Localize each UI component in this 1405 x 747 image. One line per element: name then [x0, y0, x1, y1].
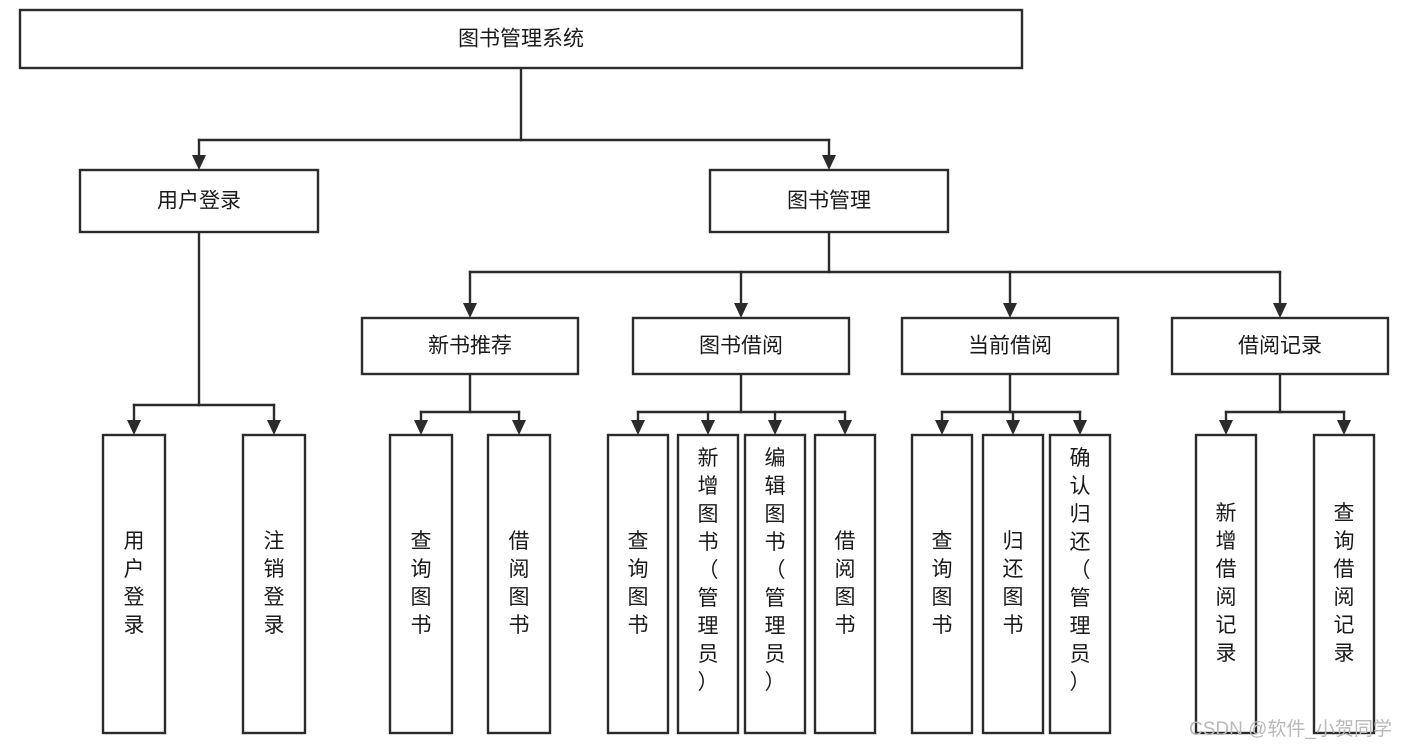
leaf-node-11[interactable]: 确认归还（管理员）: [1048, 433, 1112, 735]
arrow-head-icon: [1337, 420, 1351, 435]
leaf-node-9[interactable]: 查询图书: [910, 433, 974, 735]
box-label: 新增借阅记录: [1216, 502, 1237, 665]
box-label: 查询图书: [628, 530, 649, 637]
arrow-head-icon: [512, 420, 526, 435]
arrow-head-icon: [192, 155, 206, 170]
leaf-node-3[interactable]: 查询图书: [388, 433, 454, 735]
box-outline: [486, 433, 552, 735]
box-label: 用户登录: [157, 190, 241, 213]
leaf-node-1[interactable]: 用户登录: [101, 433, 167, 735]
box-label: 新书推荐: [428, 335, 512, 358]
box-outline: [78, 168, 320, 234]
box-outline: [743, 433, 807, 735]
leaf-node-4[interactable]: 借阅图书: [486, 433, 552, 735]
box-label: 归还图书: [1003, 530, 1024, 637]
box-outline: [631, 316, 851, 376]
arrow-head-icon: [822, 155, 836, 170]
arrow-head-icon: [1003, 303, 1017, 318]
arrow-head-icon: [768, 420, 782, 435]
node-layer: 图书管理系统用户登录图书管理新书推荐图书借阅当前借阅借阅记录用户登录注销登录查询…: [18, 8, 1390, 735]
arrow-head-icon: [463, 303, 477, 318]
box-outline: [1170, 316, 1390, 376]
box-label: 图书管理: [787, 190, 871, 213]
arrow-head-icon: [414, 420, 428, 435]
level1-node-2[interactable]: 图书管理: [708, 168, 950, 234]
leaf-node-7[interactable]: 编辑图书（管理员）: [743, 433, 807, 735]
leaf-node-5[interactable]: 查询图书: [606, 433, 670, 735]
leaf-node-12[interactable]: 新增借阅记录: [1194, 433, 1258, 735]
arrow-head-icon: [267, 420, 281, 435]
arrow-head-icon: [631, 420, 645, 435]
level2-node-2[interactable]: 图书借阅: [631, 316, 851, 376]
box-label: 确认归还（管理员）: [1070, 447, 1091, 694]
arrow-head-icon: [1219, 420, 1233, 435]
box-label: 用户登录: [124, 530, 145, 637]
box-label: 新增图书（管理员）: [698, 447, 719, 694]
box-outline: [910, 433, 974, 735]
box-label: 图书管理系统: [458, 28, 584, 51]
leaf-node-6[interactable]: 新增图书（管理员）: [676, 433, 740, 735]
box-outline: [1194, 433, 1258, 735]
box-outline: [708, 168, 950, 234]
csdn-watermark: CSDN @软件_小贺同学: [1189, 718, 1392, 740]
box-label: 图书借阅: [699, 335, 783, 358]
box-outline: [388, 433, 454, 735]
box-outline: [676, 433, 740, 735]
box-label: 借阅图书: [835, 530, 856, 637]
leaf-node-8[interactable]: 借阅图书: [813, 433, 877, 735]
box-outline: [606, 433, 670, 735]
box-outline: [18, 8, 1024, 70]
box-outline: [241, 433, 307, 735]
box-label: 借阅图书: [509, 530, 530, 637]
box-outline: [1312, 433, 1376, 735]
box-outline: [981, 433, 1045, 735]
level1-node-1[interactable]: 用户登录: [78, 168, 320, 234]
arrow-head-icon: [1273, 303, 1287, 318]
connector-layer: [127, 66, 1351, 435]
level2-node-1[interactable]: 新书推荐: [360, 316, 580, 376]
box-outline: [1048, 433, 1112, 735]
arrow-head-icon: [935, 420, 949, 435]
box-outline: [900, 316, 1120, 376]
leaf-node-13[interactable]: 查询借阅记录: [1312, 433, 1376, 735]
box-label: 查询图书: [411, 530, 432, 637]
arrow-head-icon: [127, 420, 141, 435]
box-label: 当前借阅: [968, 335, 1052, 358]
box-label: 编辑图书（管理员）: [765, 447, 786, 694]
arrow-head-icon: [1073, 420, 1087, 435]
level2-node-3[interactable]: 当前借阅: [900, 316, 1120, 376]
leaf-node-2[interactable]: 注销登录: [241, 433, 307, 735]
box-outline: [813, 433, 877, 735]
arrow-head-icon: [1006, 420, 1020, 435]
box-label: 查询借阅记录: [1334, 502, 1355, 665]
leaf-node-10[interactable]: 归还图书: [981, 433, 1045, 735]
arrow-head-icon: [701, 420, 715, 435]
box-outline: [101, 433, 167, 735]
arrow-head-icon: [838, 420, 852, 435]
level2-node-4[interactable]: 借阅记录: [1170, 316, 1390, 376]
arrow-head-icon: [734, 303, 748, 318]
box-label: 注销登录: [264, 530, 285, 637]
root-node-1[interactable]: 图书管理系统: [18, 8, 1024, 70]
box-outline: [360, 316, 580, 376]
box-label: 查询图书: [932, 530, 953, 637]
box-label: 借阅记录: [1238, 335, 1322, 358]
